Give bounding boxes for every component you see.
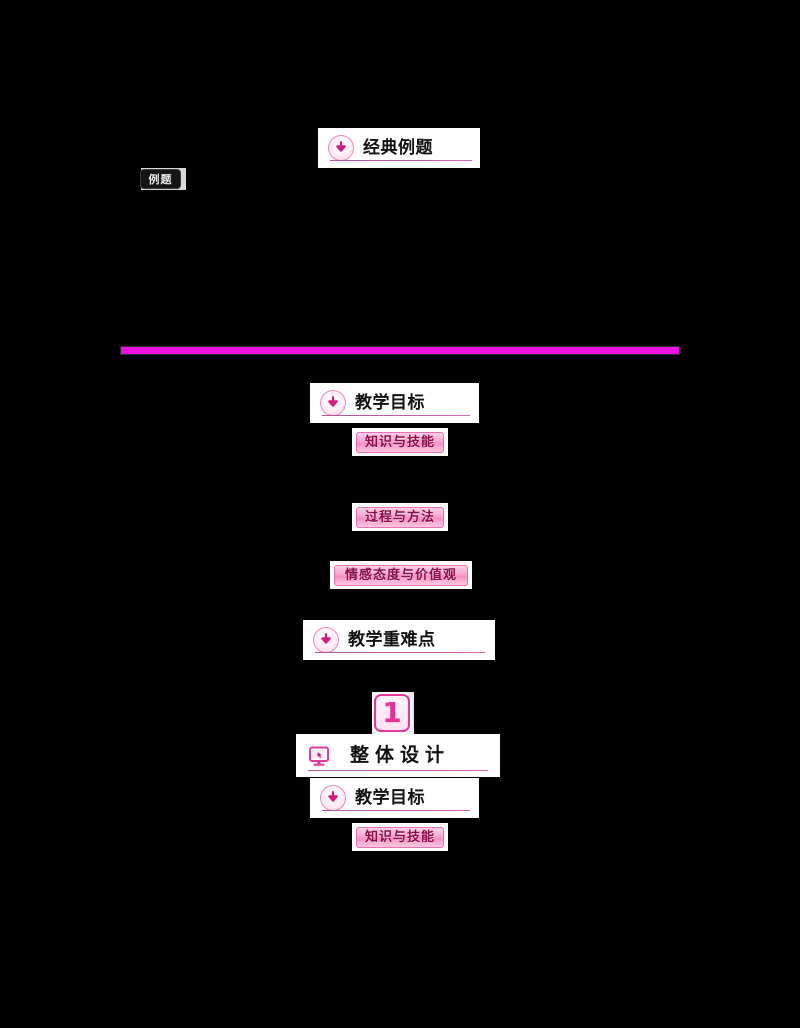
- badge-label: 过程与方法: [364, 510, 435, 525]
- overall-design-header-inner: 整体设计: [296, 734, 500, 777]
- badge-knowledge-skills-bottom: 知识与技能: [356, 827, 444, 848]
- badge-knowledge-skills-top: 知识与技能: [356, 432, 444, 453]
- overall-design-rule: [308, 769, 488, 771]
- down-arrow-circle-icon: [328, 135, 354, 161]
- badge-label: 知识与技能: [364, 830, 435, 845]
- badge-attitude-values: 情感态度与价值观: [334, 565, 468, 586]
- classic-examples-title: 经典例题: [363, 137, 433, 158]
- classic-examples-chip: 例题: [140, 169, 181, 189]
- key-difficult-points-rule: [315, 651, 485, 653]
- number-badge-label: 1: [382, 696, 402, 729]
- teaching-objectives-bottom-header: 教学目标: [310, 778, 479, 818]
- classic-examples-rule: [330, 159, 472, 161]
- number-badge-1: 1: [374, 694, 410, 732]
- teaching-objectives-top-title: 教学目标: [355, 392, 425, 413]
- down-arrow-circle-icon: [320, 785, 346, 811]
- section-separator-bar: [121, 347, 679, 354]
- teaching-objectives-bottom-title: 教学目标: [355, 787, 425, 808]
- classic-examples-header-inner: 经典例题: [318, 128, 480, 168]
- teaching-objectives-top-header: 教学目标: [310, 383, 479, 423]
- key-difficult-points-header: 教学重难点: [303, 620, 495, 660]
- key-difficult-points-header-inner: 教学重难点: [303, 620, 495, 660]
- badge-label: 知识与技能: [364, 435, 435, 450]
- teaching-objectives-top-header-inner: 教学目标: [310, 383, 479, 423]
- badge-process-methods: 过程与方法: [356, 507, 444, 528]
- key-difficult-points-title: 教学重难点: [348, 629, 436, 650]
- monitor-cursor-icon: [306, 743, 332, 769]
- overall-design-title: 整体设计: [350, 744, 451, 766]
- teaching-objectives-bottom-header-inner: 教学目标: [310, 778, 479, 818]
- overall-design-header: 整体设计: [296, 734, 500, 777]
- classic-examples-header: 经典例题: [318, 128, 480, 168]
- teaching-objectives-bottom-rule: [322, 809, 470, 811]
- classic-examples-chip-label: 例题: [148, 173, 173, 186]
- down-arrow-circle-icon: [320, 390, 346, 416]
- badge-label: 情感态度与价值观: [344, 568, 457, 583]
- down-arrow-circle-icon: [313, 627, 339, 653]
- teaching-objectives-top-rule: [322, 414, 470, 416]
